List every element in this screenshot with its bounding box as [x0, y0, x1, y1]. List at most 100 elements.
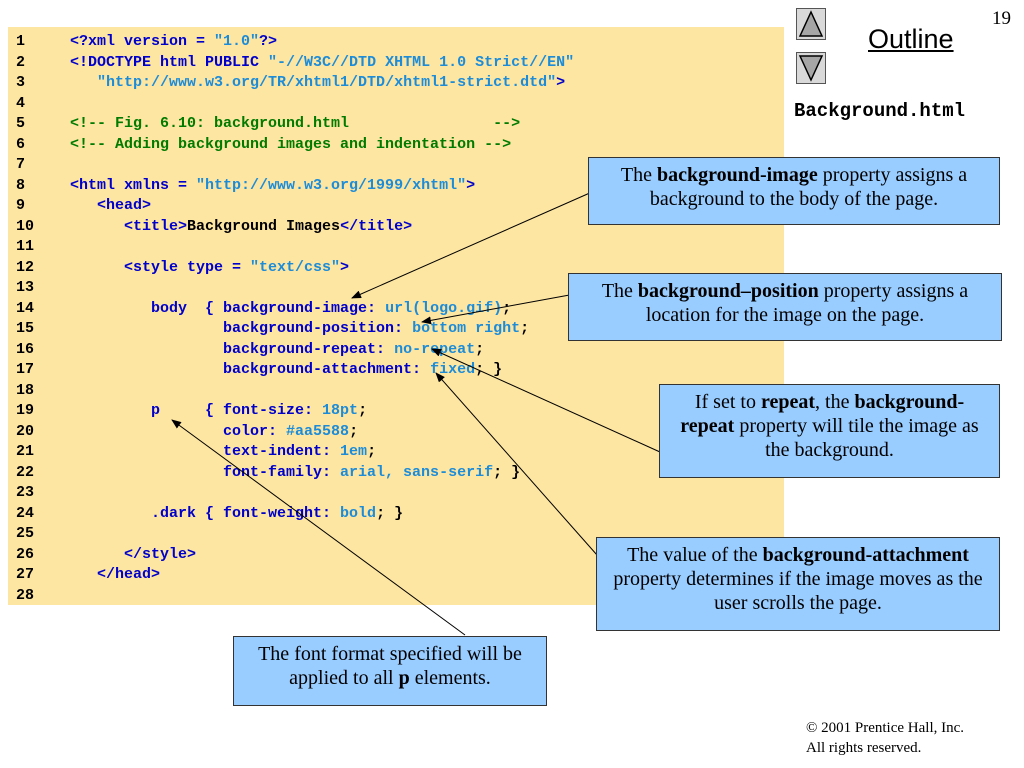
previous-slide-button[interactable]: [796, 8, 826, 40]
code-token: bold: [340, 504, 377, 522]
code-token: ;: [367, 443, 377, 460]
callout-text: The font format specified will be applie…: [258, 643, 522, 689]
line-number: 27: [16, 566, 35, 583]
line-number: 7: [16, 156, 26, 173]
code-token: ;: [502, 299, 512, 317]
line-number: 19: [16, 402, 35, 419]
code-text: <!-- Adding background images and indent…: [70, 134, 511, 155]
callout-text: property assigns a background to the bod…: [649, 164, 968, 210]
code-token: no-repeat: [394, 340, 476, 358]
line-number: 18: [16, 381, 35, 399]
code-token: 18pt: [322, 402, 359, 419]
code-token: p { font-size:: [70, 402, 323, 419]
code-token: "http://www.w3.org/1999/xhtml": [196, 176, 467, 194]
code-line: 5 <!-- Fig. 6.10: background.html -->: [8, 113, 784, 134]
code-token: ?>: [259, 33, 278, 50]
line-number: 24: [16, 504, 35, 522]
callout-text: elements.: [409, 667, 491, 689]
code-text: text-indent: 1em;: [70, 441, 376, 462]
callout-text: If set to: [694, 391, 761, 413]
callout-text: property determines if the image moves a…: [613, 568, 983, 614]
code-line: 16 background-repeat: no-repeat;: [8, 339, 784, 360]
code-text: background-position: bottom right;: [70, 318, 529, 339]
code-text: p { font-size: 18pt;: [70, 400, 367, 421]
code-token: background-attachment:: [70, 361, 431, 378]
code-line: 24 .dark { font-weight: bold; }: [8, 503, 784, 524]
line-number: 14: [16, 299, 35, 317]
code-token: <!-- Fig. 6.10: background.html -->: [70, 115, 521, 132]
code-token: <?xml version =: [70, 33, 215, 50]
code-text: <html xmlns = "http://www.w3.org/1999/xh…: [70, 175, 475, 196]
line-number: 13: [16, 279, 35, 296]
line-number: 20: [16, 422, 35, 440]
callout-text: The: [601, 280, 638, 302]
code-token: .dark { font-weight:: [70, 504, 341, 522]
code-token: text-indent:: [70, 443, 341, 460]
copyright-line: © 2001 Prentice Hall, Inc.: [806, 720, 965, 736]
line-number: 21: [16, 443, 35, 460]
outline-link[interactable]: Outline: [868, 24, 954, 54]
code-token: ; }: [475, 361, 503, 378]
code-token: "1.0": [214, 33, 260, 50]
code-token: "http://www.w3.org/TR/xhtml1/DTD/xhtml1-…: [97, 74, 557, 91]
code-line: 27 </head>: [8, 564, 784, 585]
code-line: 2 <!DOCTYPE html PUBLIC "-//W3C//DTD XHTM…: [8, 52, 784, 73]
code-line: 13: [8, 277, 784, 298]
code-token: <!DOCTYPE html PUBLIC: [70, 53, 269, 71]
callout-background-position: The background–position property assigns…: [568, 273, 1002, 341]
callout-text: property will tile the image as the back…: [734, 415, 979, 461]
line-number: 12: [16, 258, 35, 276]
line-number: 6: [16, 135, 26, 153]
code-token: "-//W3C//DTD XHTML 1.0 Strict//EN": [268, 53, 575, 71]
line-number: 28: [16, 586, 35, 604]
code-token: ;: [520, 320, 530, 337]
code-token: arial, sans-serif: [340, 463, 494, 481]
code-token: Background Images: [187, 217, 341, 235]
callout-font-format: The font format specified will be applie…: [233, 636, 547, 706]
line-number: 22: [16, 463, 35, 481]
code-token: color:: [70, 422, 287, 440]
line-number: 4: [16, 94, 26, 112]
line-number: 23: [16, 484, 35, 501]
line-number: 1: [16, 33, 26, 50]
callout-text: The: [620, 164, 657, 186]
triangle-up-icon: [798, 10, 824, 37]
code-token: </head>: [70, 566, 161, 583]
code-line: 9 <head>: [8, 195, 784, 216]
code-line: 8<html xmlns = "http://www.w3.org/1999/x…: [8, 175, 784, 196]
code-token: ;: [475, 340, 485, 358]
code-line: 12 <style type = "text/css">: [8, 257, 784, 278]
page-number: 19: [992, 8, 1011, 29]
code-token: background-position:: [70, 320, 413, 337]
code-token: url(logo.gif): [385, 299, 503, 317]
code-token: <title>: [70, 217, 188, 235]
code-text: background-attachment: fixed; }: [70, 359, 502, 380]
callout-text: , the: [815, 391, 855, 413]
code-line: 7: [8, 154, 784, 175]
line-number: 17: [16, 361, 35, 378]
code-token: <html xmlns =: [70, 176, 197, 194]
code-token: >: [466, 176, 476, 194]
code-token: [70, 74, 97, 91]
code-line: 23: [8, 482, 784, 503]
code-token: bottom right: [412, 320, 521, 337]
code-line: 19 p { font-size: 18pt;: [8, 400, 784, 421]
callout-background-repeat: If set to repeat, the background-repeat …: [659, 384, 1000, 478]
callout-background-attachment: The value of the background-attachment p…: [596, 537, 1000, 631]
code-text: .dark { font-weight: bold; }: [70, 503, 403, 524]
code-token: background-repeat:: [70, 340, 395, 358]
line-number: 2: [16, 53, 26, 71]
callout-keyword: p: [398, 667, 410, 689]
code-token: ; }: [376, 504, 404, 522]
line-number: 5: [16, 115, 26, 132]
code-text: <?xml version = "1.0"?>: [70, 31, 277, 52]
code-text: <!DOCTYPE html PUBLIC "-//W3C//DTD XHTML…: [70, 52, 574, 73]
next-slide-button[interactable]: [796, 52, 826, 84]
copyright-line: All rights reserved.: [806, 740, 922, 756]
code-text: </head>: [70, 564, 160, 585]
copyright-notice: © 2001 Prentice Hall, Inc. All rights re…: [806, 718, 964, 758]
code-token: ; }: [493, 463, 521, 481]
line-number: 26: [16, 545, 35, 563]
code-line: 3 "http://www.w3.org/TR/xhtml1/DTD/xhtml…: [8, 72, 784, 93]
line-number: 25: [16, 525, 35, 542]
